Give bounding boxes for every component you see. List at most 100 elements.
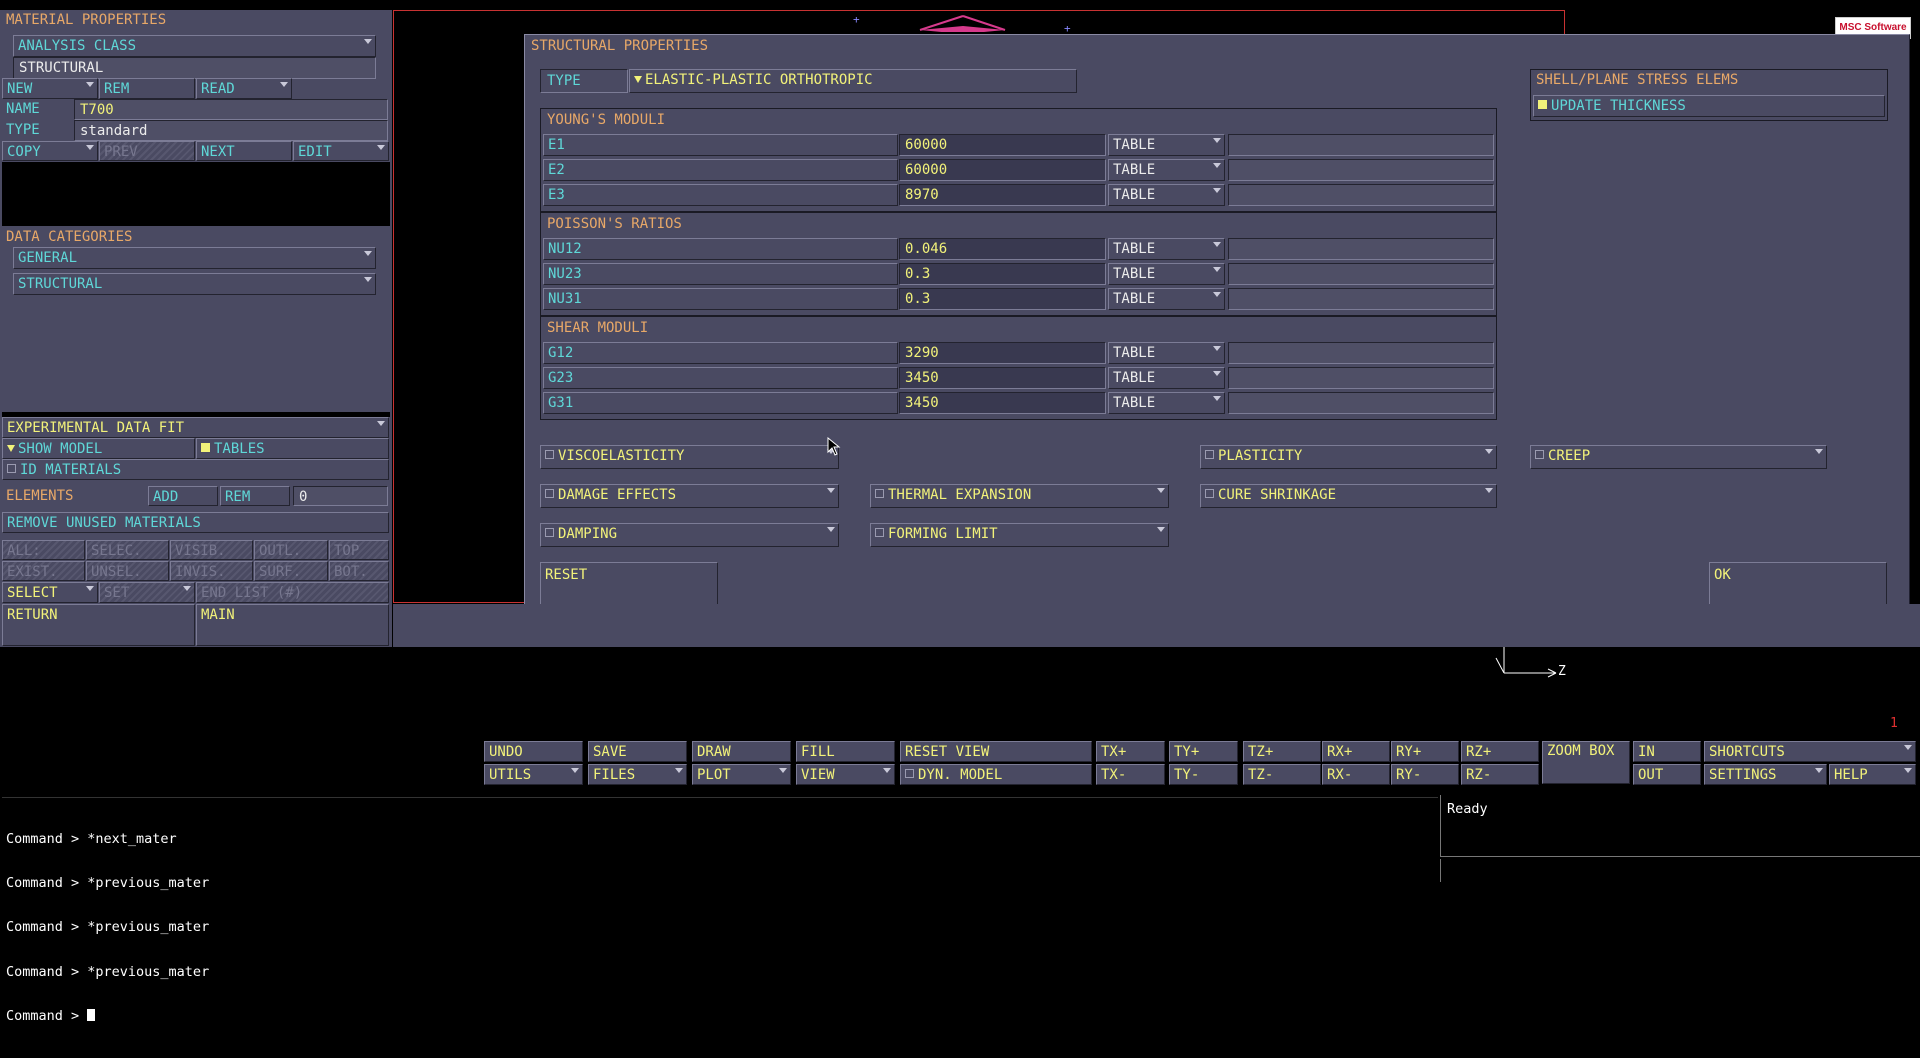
nu31-table-field[interactable]	[1228, 288, 1494, 310]
structural-button[interactable]: STRUCTURAL	[13, 273, 376, 295]
toggle-icon	[7, 464, 16, 473]
elements-add-button[interactable]: ADD	[148, 486, 218, 506]
g31-value[interactable]: 3450	[899, 392, 1106, 414]
select-invis-button: INVIS.	[170, 561, 253, 581]
nu23-label: NU23	[543, 263, 898, 285]
general-button[interactable]: GENERAL	[13, 247, 376, 269]
rem-button[interactable]: REM	[99, 78, 195, 99]
return-button[interactable]: RETURN	[2, 604, 195, 646]
zoom-box-button[interactable]: ZOOM BOX	[1542, 741, 1630, 784]
plasticity-button[interactable]: PLASTICITY	[1200, 445, 1497, 469]
creep-button[interactable]: CREEP	[1530, 445, 1827, 469]
zoom-out-button[interactable]: OUT	[1633, 764, 1701, 785]
save-button[interactable]: SAVE	[588, 741, 687, 762]
rz-plus-button[interactable]: RZ+	[1461, 741, 1539, 762]
command-input-line[interactable]: Command >	[6, 1009, 1434, 1024]
nu12-table-field[interactable]	[1228, 238, 1494, 260]
damping-button[interactable]: DAMPING	[540, 523, 839, 547]
nu23-value[interactable]: 0.3	[899, 263, 1106, 285]
ty-plus-button[interactable]: TY+	[1169, 741, 1238, 762]
utils-button[interactable]: UTILS	[484, 764, 583, 785]
id-materials-label: ID MATERIALS	[20, 462, 122, 478]
fill-button[interactable]: FILL	[796, 741, 895, 762]
e2-table-button[interactable]: TABLE	[1108, 159, 1225, 181]
nu12-table-button[interactable]: TABLE	[1108, 238, 1225, 260]
ry-minus-button[interactable]: RY-	[1391, 764, 1459, 785]
e2-value[interactable]: 60000	[899, 159, 1106, 181]
nu31-value[interactable]: 0.3	[899, 288, 1106, 310]
elements-rem-button[interactable]: REM	[220, 486, 290, 506]
select-button[interactable]: SELECT	[2, 582, 98, 603]
type-field: standard	[74, 120, 388, 141]
settings-button[interactable]: SETTINGS	[1704, 764, 1827, 785]
rz-minus-button[interactable]: RZ-	[1461, 764, 1539, 785]
tx-plus-button[interactable]: TX+	[1096, 741, 1165, 762]
g31-label: G31	[543, 392, 898, 414]
e1-table-button[interactable]: TABLE	[1108, 134, 1225, 156]
copy-button[interactable]: COPY	[2, 141, 98, 161]
tables-toggle[interactable]: TABLES	[196, 438, 389, 459]
rx-plus-button[interactable]: RX+	[1322, 741, 1390, 762]
e2-table-field[interactable]	[1228, 159, 1494, 181]
rx-minus-button[interactable]: RX-	[1322, 764, 1390, 785]
viscoelasticity-button[interactable]: VISCOELASTICITY	[540, 445, 839, 469]
g12-table-field[interactable]	[1228, 342, 1494, 364]
status-panel: Ready	[1440, 795, 1920, 857]
axis-z-label: Z	[1558, 664, 1566, 679]
main-button[interactable]: MAIN	[196, 604, 389, 646]
show-model-button[interactable]: SHOW MODEL	[2, 438, 195, 459]
read-button[interactable]: READ	[196, 78, 292, 99]
dyn-model-toggle[interactable]: DYN. MODEL	[900, 764, 1092, 785]
e1-value[interactable]: 60000	[899, 134, 1106, 156]
g12-value[interactable]: 3290	[899, 342, 1106, 364]
new-button[interactable]: NEW	[2, 78, 98, 99]
update-thickness-toggle[interactable]: UPDATE THICKNESS	[1533, 95, 1885, 117]
e1-table-field[interactable]	[1228, 134, 1494, 156]
e3-table-field[interactable]	[1228, 184, 1494, 206]
g23-table-field[interactable]	[1228, 367, 1494, 389]
undo-button[interactable]: UNDO	[484, 741, 583, 762]
command-console[interactable]: Command > *next_mater Command > *previou…	[2, 797, 1438, 1024]
forming-limit-button[interactable]: FORMING LIMIT	[870, 523, 1169, 547]
tz-minus-button[interactable]: TZ-	[1243, 764, 1321, 785]
reset-view-button[interactable]: RESET VIEW	[900, 741, 1092, 762]
shell-plane-stress-title: SHELL/PLANE STRESS ELEMS	[1536, 72, 1739, 88]
mouse-cursor-icon	[827, 437, 841, 456]
draw-button[interactable]: DRAW	[692, 741, 791, 762]
thermal-expansion-button[interactable]: THERMAL EXPANSION	[870, 484, 1169, 508]
g12-table-button[interactable]: TABLE	[1108, 342, 1225, 364]
plot-button[interactable]: PLOT	[692, 764, 791, 785]
damage-effects-button[interactable]: DAMAGE EFFECTS	[540, 484, 839, 508]
nu12-value[interactable]: 0.046	[899, 238, 1106, 260]
e3-value[interactable]: 8970	[899, 184, 1106, 206]
material-type-dropdown[interactable]: ELASTIC-PLASTIC ORTHOTROPIC	[629, 69, 1077, 93]
view-button[interactable]: VIEW	[796, 764, 895, 785]
g31-table-field[interactable]	[1228, 392, 1494, 414]
e3-label: E3	[543, 184, 898, 206]
tx-minus-button[interactable]: TX-	[1096, 764, 1165, 785]
experimental-data-fit-button[interactable]: EXPERIMENTAL DATA FIT	[2, 417, 389, 438]
remove-unused-materials-button[interactable]: REMOVE UNUSED MATERIALS	[2, 512, 389, 533]
g23-table-button[interactable]: TABLE	[1108, 367, 1225, 389]
id-materials-toggle[interactable]: ID MATERIALS	[2, 459, 389, 480]
help-button[interactable]: HELP	[1829, 764, 1916, 785]
name-field[interactable]: T700	[74, 99, 388, 120]
ty-minus-button[interactable]: TY-	[1169, 764, 1238, 785]
nu23-table-button[interactable]: TABLE	[1108, 263, 1225, 285]
cure-shrinkage-button[interactable]: CURE SHRINKAGE	[1200, 484, 1497, 508]
edit-button[interactable]: EDIT	[293, 141, 389, 161]
material-list-area[interactable]	[2, 162, 390, 226]
ry-plus-button[interactable]: RY+	[1391, 741, 1459, 762]
files-button[interactable]: FILES	[588, 764, 687, 785]
tz-plus-button[interactable]: TZ+	[1243, 741, 1321, 762]
nu31-table-button[interactable]: TABLE	[1108, 288, 1225, 310]
g23-value[interactable]: 3450	[899, 367, 1106, 389]
shortcuts-button[interactable]: SHORTCUTS	[1704, 741, 1916, 762]
g31-table-button[interactable]: TABLE	[1108, 392, 1225, 414]
analysis-class-button[interactable]: ANALYSIS CLASS	[13, 35, 376, 57]
nu23-table-field[interactable]	[1228, 263, 1494, 285]
e3-table-button[interactable]: TABLE	[1108, 184, 1225, 206]
set-button: SET	[99, 582, 195, 603]
zoom-in-button[interactable]: IN	[1633, 741, 1701, 762]
next-button[interactable]: NEXT	[196, 141, 292, 161]
